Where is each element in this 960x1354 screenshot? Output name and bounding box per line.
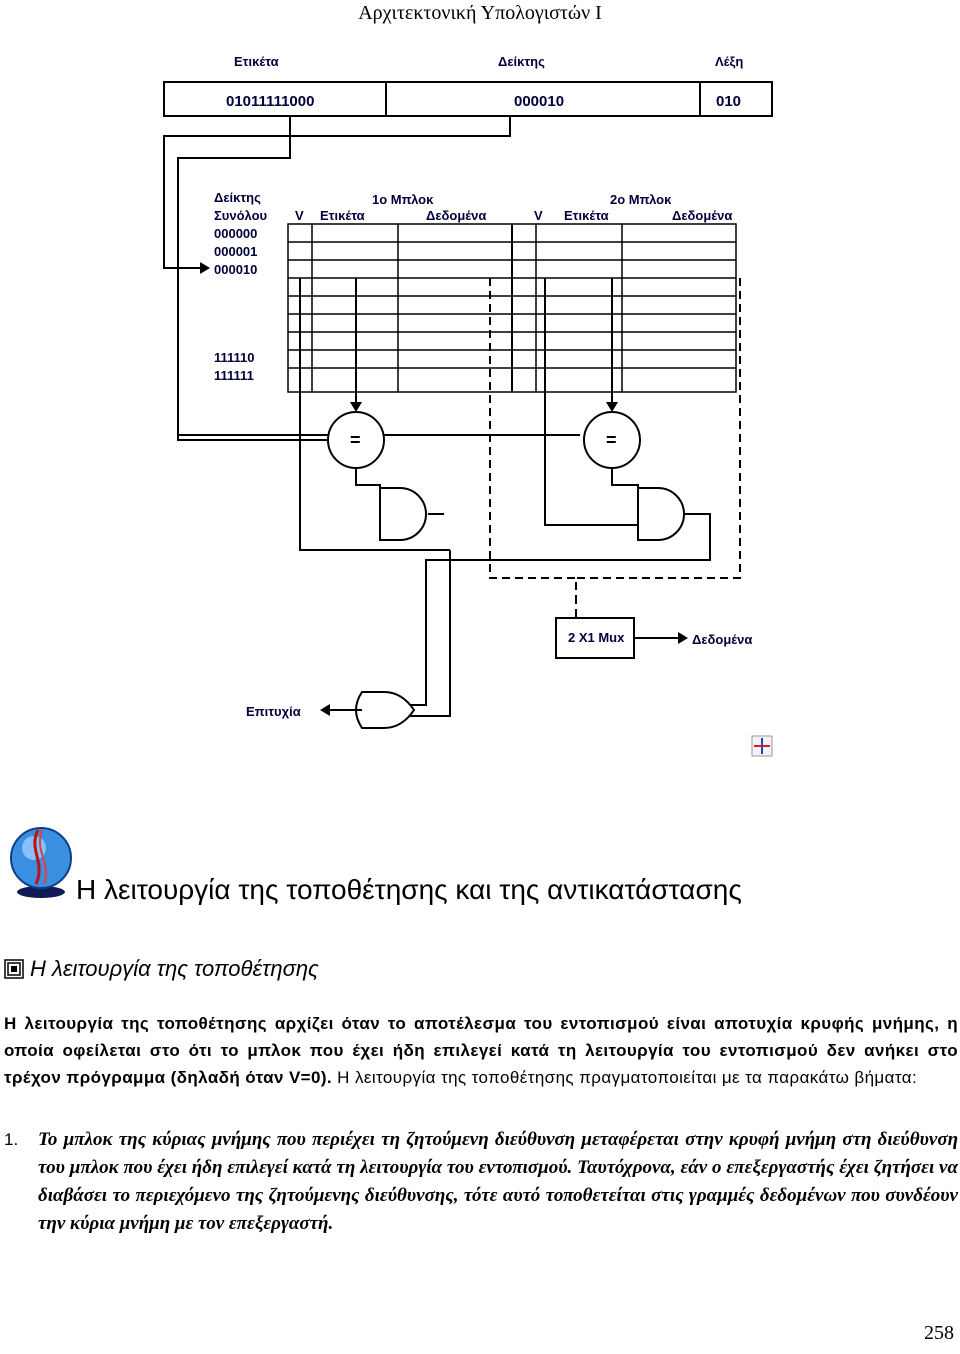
corner-marker-icon: [751, 735, 773, 757]
list-item-number: 1.: [4, 1130, 19, 1149]
mux-label: 2 X1 Mux: [568, 630, 625, 645]
and-gate-1: [379, 487, 427, 541]
page-number: 258: [924, 1322, 954, 1344]
block1-col-data: Δεδομένα: [426, 208, 486, 223]
block2-col-v: V: [534, 208, 543, 223]
set-index-0: 000000: [214, 226, 257, 241]
address-word-value: 010: [716, 93, 741, 110]
data-out-label: Δεδομένα: [692, 632, 752, 647]
cache-table: [287, 223, 737, 393]
block1-col-v: V: [295, 208, 304, 223]
mux: [555, 617, 635, 659]
subsection-title: Η λειτουργία της τοποθέτησης: [30, 956, 319, 981]
address-index-label: Δείκτης: [498, 54, 545, 69]
page-header: Αρχιτεκτονική Υπολογιστών Ι: [358, 2, 602, 24]
set-index-1: 000001: [214, 244, 257, 259]
section-title: Η λειτουργία της τοποθέτησης και της αντ…: [76, 874, 742, 905]
intro-normal-text: Η λειτουργία της τοποθέτησης πραγματοποι…: [332, 1068, 918, 1087]
comparator-2-symbol: =: [606, 430, 617, 450]
subsection-heading: Η λειτουργία της τοποθέτησης: [4, 956, 319, 982]
set-index-2: 000010: [214, 262, 257, 277]
set-index-63: 111111: [214, 368, 254, 383]
address-index-value: 000010: [514, 93, 564, 110]
set-index-label: Δείκτης: [214, 190, 261, 205]
hit-label: Επιτυχία: [246, 704, 301, 719]
square-bullet-icon: [4, 959, 24, 979]
or-gate: [355, 691, 416, 729]
set-label: Συνόλου: [214, 208, 268, 223]
list-item: 1. Το μπλοκ της κύριας μνήμης που περιέχ…: [4, 1126, 958, 1238]
block2-title: 2ο Μπλοκ: [610, 192, 672, 207]
block2-col-tag: Ετικέτα: [564, 208, 609, 223]
address-word-label: Λέξη: [715, 54, 743, 69]
and-gate-2: [637, 487, 685, 541]
block1-col-tag: Ετικέτα: [320, 208, 365, 223]
globe-logo-icon: [10, 827, 72, 898]
cache-diagram: Ετικέτα Δείκτης Λέξη 01011111000 000010 …: [163, 54, 773, 757]
address-tag-value: 01011111000: [226, 93, 314, 110]
block1-title: 1ο Μπλοκ: [372, 192, 434, 207]
set-index-62: 111110: [214, 350, 255, 365]
address-tag-label: Ετικέτα: [234, 54, 279, 69]
address-register: [163, 81, 773, 117]
intro-bold-text: Η λειτουργία της τοποθέτησης αρχίζει ότα…: [4, 1014, 958, 1087]
list-item-text: Το μπλοκ της κύριας μνήμης που περιέχει …: [38, 1129, 958, 1234]
comparator-1-symbol: =: [350, 430, 361, 450]
block2-col-data: Δεδομένα: [672, 208, 732, 223]
intro-paragraph: Η λειτουργία της τοποθέτησης αρχίζει ότα…: [4, 1010, 958, 1091]
